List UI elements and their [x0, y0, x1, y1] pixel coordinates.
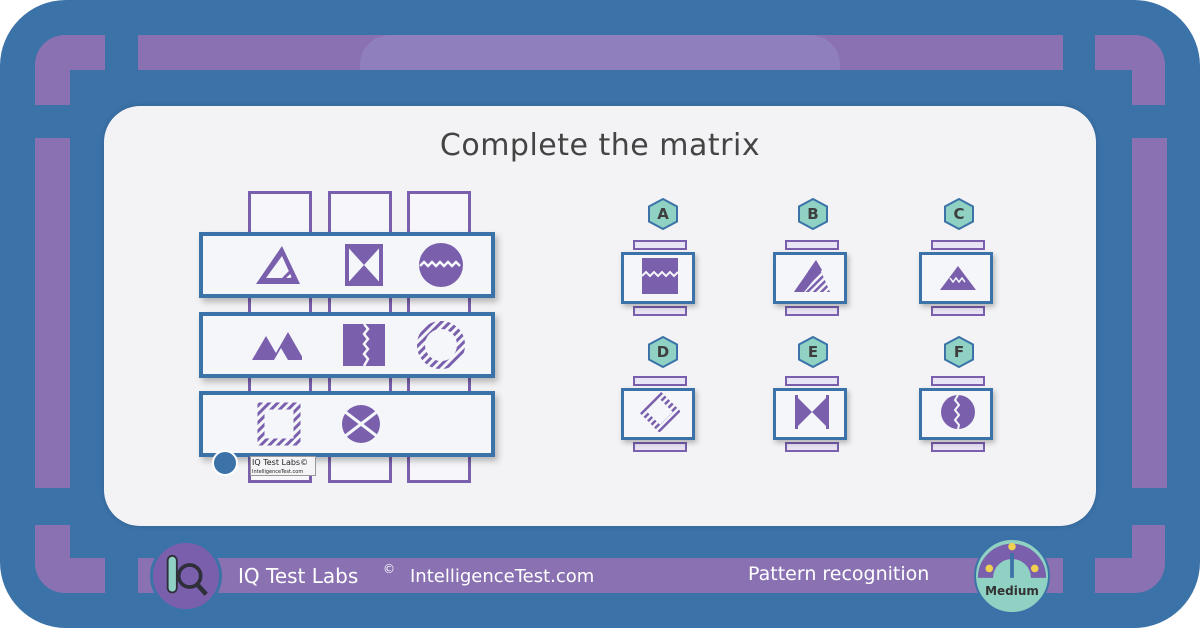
option-f[interactable] [919, 376, 997, 456]
striped-ring-icon [416, 320, 466, 370]
watermark-site: IntelligenceTest.com [252, 469, 304, 475]
option-a-letter: A [657, 205, 669, 223]
option-f-letter: F [953, 343, 965, 361]
x-cut-circle-icon [336, 399, 386, 449]
footer-copyright: © [383, 562, 395, 576]
puzzle-title: Complete the matrix [439, 128, 761, 163]
option-a[interactable] [621, 240, 699, 320]
left-bar [35, 138, 70, 488]
striped-triangle-icon [252, 240, 302, 290]
bowtie-square-icon [792, 392, 832, 432]
option-f-badge: F [943, 336, 975, 368]
footer-brand: IQ Test Labs [238, 564, 359, 588]
option-e-badge: E [797, 336, 829, 368]
option-b-badge: B [797, 198, 829, 230]
bottom-bar [138, 558, 1063, 593]
footer-category: Pattern recognition [748, 563, 930, 585]
striped-square-icon [254, 399, 304, 449]
zigzag-square-small-icon [640, 256, 680, 296]
missing-cell[interactable] [416, 399, 466, 449]
footer-logo [150, 540, 222, 612]
option-e-letter: E [807, 343, 819, 361]
striped-triangle-option-icon [792, 256, 832, 296]
zigzag-split-circle-icon [938, 392, 978, 432]
option-b[interactable] [773, 240, 851, 320]
watermark: IQ Test Labs© IntelligenceTest.com [212, 448, 316, 476]
option-c[interactable] [919, 240, 997, 320]
hourglass-icon [339, 240, 389, 290]
mountain-icon [938, 256, 978, 296]
double-mountain-icon [252, 320, 302, 370]
option-a-badge: A [647, 198, 679, 230]
difficulty-gauge: Medium [974, 538, 1050, 614]
option-d-letter: D [656, 343, 670, 361]
watermark-brand: IQ Test Labs© [252, 458, 309, 467]
footer-site[interactable]: IntelligenceTest.com [410, 566, 595, 587]
watermark-tag [250, 456, 316, 476]
striped-diamond-icon [640, 392, 680, 432]
option-d[interactable] [621, 376, 699, 456]
option-e[interactable] [773, 376, 851, 456]
right-bar [1132, 138, 1167, 488]
difficulty-label: Medium [985, 584, 1039, 598]
zigzag-circle-icon [416, 240, 466, 290]
option-c-letter: C [953, 205, 965, 223]
zigzag-square-icon [339, 320, 389, 370]
option-b-letter: B [807, 205, 819, 223]
watermark-logo [212, 450, 238, 476]
option-c-badge: C [943, 198, 975, 230]
option-d-badge: D [647, 336, 679, 368]
test-tube-magnifier-icon [166, 554, 208, 596]
